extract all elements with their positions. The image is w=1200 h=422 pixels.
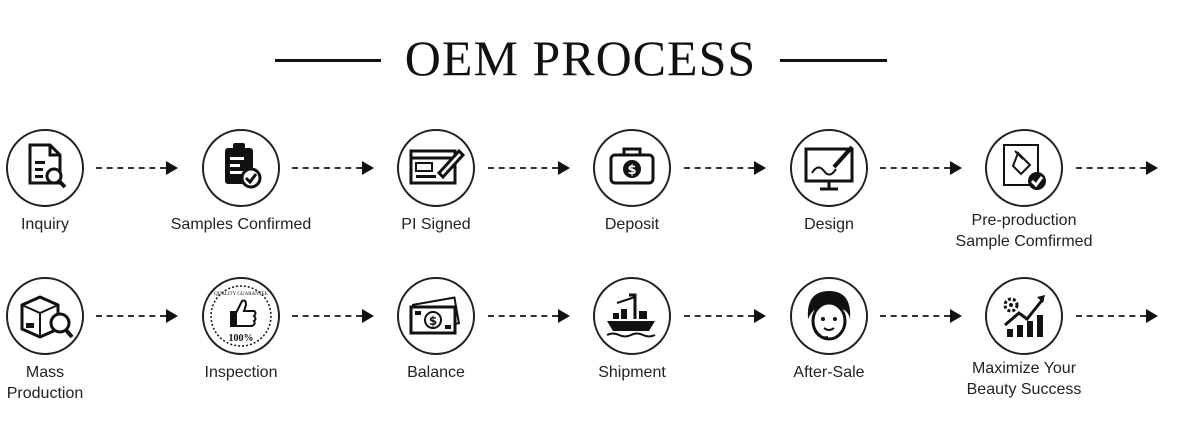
stamp-percent-text: 100% [229,333,254,344]
step-label-deposit: Deposit [604,216,660,233]
box-inspect-icon [20,295,74,339]
title-block: OEM PROCESS [0,28,1200,88]
support-headset-icon [807,291,851,341]
inquiry-node [6,129,84,207]
svg-text:$: $ [627,163,636,178]
banknote-icon: $ [409,296,461,335]
step-label-balance: Balance [407,364,465,381]
flow-arrow [880,309,962,323]
svg-text:$: $ [429,314,437,328]
flow-arrow [292,161,374,175]
flow-arrow [1076,161,1158,175]
step-label-samples-confirmed: Samples Confirmed [170,216,312,233]
flow-arrow [684,309,766,323]
document-search-icon [28,143,67,189]
balance-node: $ [397,277,475,355]
cargo-ship-icon [606,293,656,338]
stamp-ring-text: QUALITY GUARANTEE [214,292,268,297]
step-label-mass-production: Mass Production [6,364,84,402]
step-label-inquiry: Inquiry [20,216,70,233]
title-rule-right [780,59,887,62]
flow-arrow [488,309,570,323]
pre-production-node [985,129,1063,207]
inspection-node: QUALITY GUARANTEE 100% [202,277,280,355]
clipboard-check-icon [225,143,262,189]
step-label-after-sale: After-Sale [793,364,865,381]
maximize-success-node [985,277,1063,355]
step-label-maximize-success: Maximize Your Beauty Success [966,360,1082,398]
growth-chart-icon [1003,295,1045,337]
money-case-icon: $ [609,147,655,185]
flow-arrow [292,309,374,323]
flask-check-icon [1003,144,1046,190]
after-sale-node [790,277,868,355]
pi-signed-node [397,129,475,207]
quality-stamp-icon: QUALITY GUARANTEE 100% [210,285,272,347]
flow-arrow [488,161,570,175]
step-label-inspection: Inspection [204,364,278,381]
monitor-brush-icon [804,145,854,191]
page-title: OEM PROCESS [404,30,757,86]
title-rule-left [275,59,381,62]
flow-arrow [1076,309,1158,323]
flow-arrow [684,161,766,175]
flow-arrow [880,161,962,175]
step-label-pre-production: Pre-production Sample Comfirmed [955,212,1093,250]
flow-arrow [96,161,178,175]
step-label-design: Design [804,216,854,233]
shipment-node [593,277,671,355]
document-sign-icon [409,148,466,185]
mass-production-node [6,277,84,355]
step-label-pi-signed: PI Signed [401,216,471,233]
design-node [790,129,868,207]
flow-arrow [96,309,178,323]
step-label-shipment: Shipment [598,364,666,381]
samples-confirmed-node [202,129,280,207]
deposit-node: $ [593,129,671,207]
